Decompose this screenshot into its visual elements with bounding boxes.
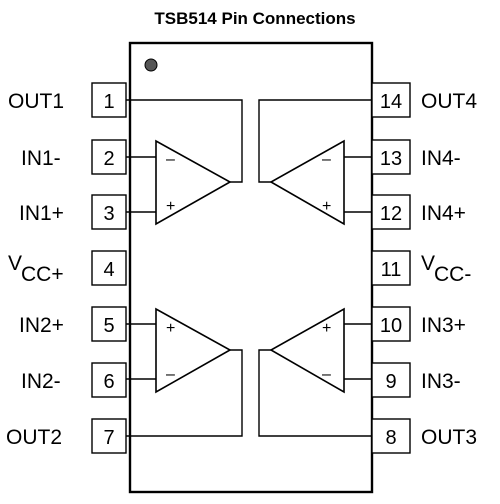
pin-13-label: IN4-	[421, 147, 461, 170]
pin-2: 2 IN1-	[21, 139, 127, 175]
pin-4-label-main: V	[8, 252, 22, 275]
pin-11-label-main: V	[421, 252, 435, 275]
amp1-bottom-sign: +	[166, 198, 175, 215]
pin-8: 8 OUT3	[371, 418, 477, 454]
pin-1: 1 OUT1	[8, 82, 127, 118]
amp4-wiring	[258, 99, 372, 213]
pin-13: 13 IN4-	[371, 139, 461, 175]
amp4-top-sign: –	[322, 151, 331, 168]
pin-9: 9 IN3-	[371, 362, 461, 398]
pin1-indicator-dot	[144, 58, 158, 72]
pin-8-label: OUT3	[421, 426, 477, 449]
pin-9-label: IN3-	[421, 370, 461, 393]
pin-2-label: IN1-	[21, 147, 61, 170]
pin-9-number: 9	[385, 371, 396, 393]
pin-13-number: 13	[380, 148, 402, 170]
amp4-bottom-sign: +	[322, 198, 331, 215]
pin-6-label: IN2-	[21, 370, 61, 393]
pin-7-label: OUT2	[6, 426, 62, 449]
pin-11-label-sub: CC-	[434, 263, 471, 286]
pin-10-number: 10	[380, 315, 402, 337]
amp2-wiring	[126, 323, 243, 437]
pin-11-number: 11	[381, 259, 402, 281]
pin-14-label: OUT4	[421, 90, 477, 113]
op-amp-4: – +	[269, 139, 345, 226]
amp1-wiring	[126, 99, 243, 213]
pin-6: 6 IN2-	[21, 362, 127, 398]
amp1-top-sign: –	[166, 151, 175, 168]
pin-7-number: 7	[103, 427, 114, 449]
amp2-top-sign: +	[166, 320, 175, 337]
pin-3-number: 3	[103, 203, 114, 225]
pin-5: 5 IN2+	[19, 306, 127, 342]
pin-11: 11 V CC-	[371, 250, 471, 286]
pin-12-label: IN4+	[421, 202, 466, 225]
op-amp-1: – +	[155, 139, 232, 226]
pin-12: 12 IN4+	[371, 194, 466, 230]
diagram-title: TSB514 Pin Connections	[154, 9, 355, 28]
pin-10: 10 IN3+	[371, 306, 466, 342]
pin-4-label-sub: CC+	[21, 263, 64, 286]
amp3-top-sign: +	[322, 320, 331, 337]
package-body	[128, 41, 374, 494]
amp3-bottom-sign: –	[322, 366, 331, 383]
pin-8-number: 8	[385, 427, 396, 449]
pin-4-number: 4	[103, 259, 114, 281]
pin-4: 4 V CC+	[8, 250, 127, 286]
amp2-bottom-sign: –	[166, 366, 175, 383]
pin-5-label: IN2+	[19, 314, 64, 337]
pin-7: 7 OUT2	[6, 418, 127, 454]
pin-12-number: 12	[380, 203, 402, 225]
op-amp-3: + –	[269, 307, 345, 394]
pin-14-number: 14	[380, 91, 402, 113]
pin-2-number: 2	[103, 148, 114, 170]
op-amp-2: + –	[155, 307, 232, 394]
pin-1-label: OUT1	[8, 90, 64, 113]
amp3-wiring	[258, 323, 372, 437]
pin-3: 3 IN1+	[19, 194, 127, 230]
pin-14: 14 OUT4	[371, 82, 477, 118]
pin-5-number: 5	[103, 315, 114, 337]
pin-3-label: IN1+	[19, 202, 64, 225]
pin-10-label: IN3+	[421, 314, 466, 337]
pin-1-number: 1	[103, 91, 114, 113]
pin-6-number: 6	[103, 371, 114, 393]
